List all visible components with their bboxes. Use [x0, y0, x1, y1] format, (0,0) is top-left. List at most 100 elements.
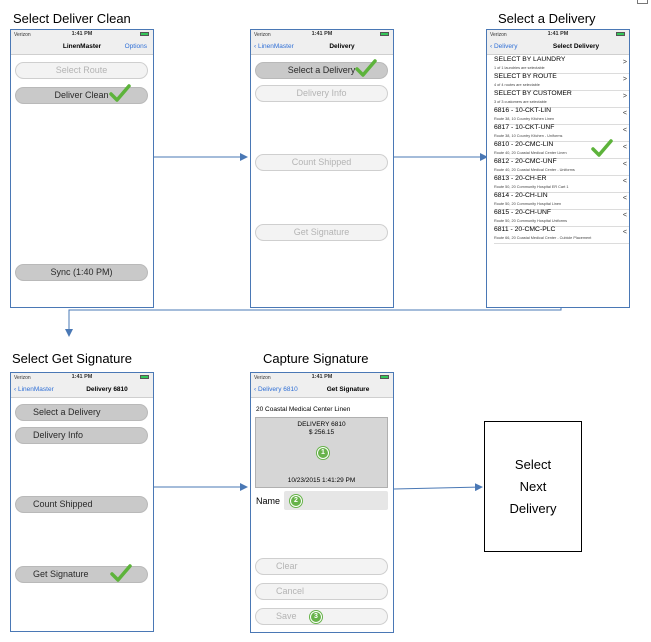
back-button[interactable]: ‹ LinenMaster: [14, 386, 54, 393]
signature-pad[interactable]: DELIVERY 6810 $ 256.15 1 10/23/2015 1:41…: [255, 417, 388, 488]
save-button[interactable]: Save 3: [255, 608, 388, 625]
count-shipped-button[interactable]: Count Shipped: [255, 154, 388, 171]
nav-bar: ‹ Delivery Select Delivery: [487, 39, 629, 55]
clock-label: 1:41 PM: [311, 31, 333, 37]
list-item-subtitle: Route 66, 20 Coastal Medical Center - Cu…: [494, 236, 592, 240]
nav-bar: ‹ LinenMaster Delivery 6810: [11, 382, 153, 398]
clock-label: 1:41 PM: [71, 374, 93, 380]
checkmark-icon: [110, 564, 132, 582]
list-item-subtitle: 3 of 3 customers are selectable: [494, 100, 547, 104]
list-item-subtitle: 4 of 4 routes are selectable: [494, 83, 540, 87]
list-item[interactable]: 6810 - 20-CMC-LIN Route 40, 20 Coastal Me…: [494, 141, 629, 159]
options-button[interactable]: Options: [124, 43, 147, 50]
list-item[interactable]: 6811 - 20-CMC-PLC Route 66, 20 Coastal Me…: [494, 226, 629, 244]
list-item-subtitle: Route 50, 20 Community Hospital ER Cart …: [494, 185, 569, 189]
step-marker-2: 2: [290, 495, 302, 507]
list-item-subtitle: Route 40, 20 Coastal Medical Center - Un…: [494, 168, 575, 172]
nav-bar: ‹ Delivery 6810 Get Signature: [251, 382, 393, 398]
list-item-subtitle: Route 50, 20 Community Hospital Linen: [494, 202, 562, 206]
clear-button[interactable]: Clear: [255, 558, 388, 575]
clock-label: 1:41 PM: [311, 374, 333, 380]
get-signature-button[interactable]: Get Signature: [255, 224, 388, 241]
list-item-title: 6817 - 10-CKT-UNF: [494, 124, 555, 131]
nav-title: LinenMaster: [62, 43, 102, 50]
battery-icon: [380, 32, 389, 36]
checkmark-icon: [109, 84, 131, 102]
battery-icon: [616, 32, 625, 36]
chevron-icon: <: [622, 144, 627, 151]
list-item-subtitle: Route 50, 20 Community Hospital Uniforms: [494, 219, 568, 223]
count-shipped-button[interactable]: Count Shipped: [15, 496, 148, 513]
list-item-title: 6814 - 20-CH-LIN: [494, 192, 548, 199]
list-item-title: SELECT BY ROUTE: [494, 73, 557, 80]
title-deliver-clean: Select Deliver Clean: [13, 11, 131, 26]
checkmark-icon: [591, 139, 613, 157]
list-item-title: 6811 - 20-CMC-PLC: [494, 226, 556, 233]
list-item-subtitle: Route 38, 10 Country Kitchen - Uniforms: [494, 134, 563, 138]
note-line-2: Next: [519, 479, 547, 494]
nav-title: Select Delivery: [552, 43, 600, 50]
back-label: LinenMaster: [17, 386, 54, 393]
signature-timestamp: 10/23/2015 1:41:29 PM: [287, 477, 356, 484]
carrier-label: Verizon: [14, 375, 31, 381]
list-item[interactable]: SELECT BY CUSTOMER 3 of 3 customers are s…: [494, 90, 629, 108]
phone-screen-delivery-6810: Verizon 1:41 PM ‹ LinenMaster Delivery 6…: [10, 372, 154, 632]
nav-bar: ‹ LinenMaster Delivery: [251, 39, 393, 55]
chevron-icon: >: [622, 59, 627, 66]
corner-handle: [637, 0, 648, 4]
back-button[interactable]: ‹ Delivery 6810: [254, 386, 298, 393]
chevron-icon: <: [622, 195, 627, 202]
nav-title: Delivery: [329, 43, 355, 50]
cancel-button[interactable]: Cancel: [255, 583, 388, 600]
phone-screen-select-delivery: Verizon 1:41 PM ‹ Delivery Select Delive…: [486, 29, 630, 308]
chevron-icon: <: [622, 178, 627, 185]
title-select-delivery: Select a Delivery: [498, 11, 596, 26]
arrow-5-to-note: [393, 483, 483, 492]
delivery-info-button[interactable]: Delivery Info: [255, 85, 388, 102]
chevron-icon: >: [622, 93, 627, 100]
list-item[interactable]: 6815 - 20-CH-UNF Route 50, 20 Community H…: [494, 209, 629, 227]
chevron-icon: <: [622, 229, 627, 236]
phone-screen-get-signature: Verizon 1:41 PM ‹ Delivery 6810 Get Sign…: [250, 372, 394, 633]
list-item[interactable]: SELECT BY ROUTE 4 of 4 routes are selecta…: [494, 73, 629, 91]
sync-button[interactable]: Sync (1:40 PM): [15, 264, 148, 281]
chevron-icon: <: [622, 212, 627, 219]
name-input[interactable]: 2: [284, 491, 388, 510]
status-bar: Verizon 1:41 PM: [11, 30, 153, 39]
list-item[interactable]: 6817 - 10-CKT-UNF Route 38, 10 Country Ki…: [494, 124, 629, 142]
back-button[interactable]: ‹ LinenMaster: [254, 43, 294, 50]
carrier-label: Verizon: [490, 32, 507, 38]
status-bar: Verizon 1:41 PM: [487, 30, 629, 39]
list-item-title: 6813 - 20-CH-ER: [494, 175, 547, 182]
back-label: Delivery 6810: [257, 386, 298, 393]
next-delivery-note: Select Next Delivery: [484, 421, 582, 552]
status-bar: Verizon 1:41 PM: [11, 373, 153, 382]
chevron-icon: <: [622, 161, 627, 168]
clock-label: 1:41 PM: [547, 31, 569, 37]
chevron-icon: <: [622, 127, 627, 134]
back-label: LinenMaster: [257, 43, 294, 50]
chevron-icon: <: [622, 110, 627, 117]
step-marker-1: 1: [317, 447, 329, 459]
chevron-icon: >: [622, 76, 627, 83]
select-delivery-button[interactable]: Select a Delivery: [255, 62, 388, 79]
list-item-title: 6810 - 20-CMC-LIN: [494, 141, 554, 148]
name-label: Name: [256, 496, 281, 506]
select-delivery-button[interactable]: Select a Delivery: [15, 404, 148, 421]
list-item-title: 6815 - 20-CH-UNF: [494, 209, 552, 216]
nav-bar: LinenMaster Options: [11, 39, 153, 55]
list-item[interactable]: 6814 - 20-CH-LIN Route 50, 20 Community H…: [494, 192, 629, 210]
list-item-title: SELECT BY CUSTOMER: [494, 90, 572, 97]
back-button[interactable]: ‹ Delivery: [490, 43, 518, 50]
delivery-info-button[interactable]: Delivery Info: [15, 427, 148, 444]
list-item[interactable]: 6813 - 20-CH-ER Route 50, 20 Community Ho…: [494, 175, 629, 193]
select-route-button[interactable]: Select Route: [15, 62, 148, 79]
list-item-title: 6816 - 10-CKT-LIN: [494, 107, 552, 114]
delivery-number: DELIVERY 6810: [297, 421, 346, 428]
carrier-label: Verizon: [14, 32, 31, 38]
battery-icon: [140, 32, 149, 36]
list-item-subtitle: Route 40, 20 Coastal Medical Center Line…: [494, 151, 567, 155]
